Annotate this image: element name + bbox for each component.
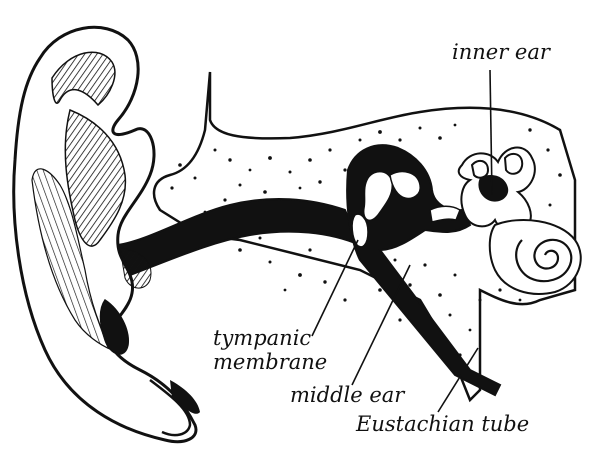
- label-middle-ear: middle ear: [290, 383, 405, 407]
- incus: [389, 170, 421, 200]
- cochlea-spiral: [515, 238, 573, 283]
- middle-ear-cavity: [346, 144, 502, 397]
- inner-ear: [457, 146, 582, 295]
- canal-inner-loop-b: [503, 152, 524, 175]
- malleus: [362, 170, 394, 222]
- tympanic-membrane-shape: [351, 213, 369, 248]
- outer-ear: [12, 25, 200, 444]
- label-tympanic-line2: membrane: [213, 350, 328, 374]
- leader-tympanic: [311, 239, 359, 337]
- lobe-shading: [170, 380, 200, 414]
- antihelix-shading: [31, 168, 114, 352]
- vestibule-dark: [478, 175, 509, 202]
- concha-shading: [64, 108, 127, 247]
- label-tympanic-line1: tympanic: [213, 326, 312, 350]
- leader-eustachian: [437, 347, 479, 413]
- tragus: [99, 298, 129, 355]
- ossicles: [362, 170, 461, 223]
- label-inner-ear: inner ear: [452, 40, 550, 64]
- label-eustachian-tube: Eustachian tube: [356, 412, 530, 436]
- helix-shading: [51, 51, 116, 107]
- canal-inner-loop-a: [470, 159, 490, 179]
- leader-middle-ear: [351, 264, 411, 386]
- stapes: [429, 205, 461, 223]
- leader-inner-ear: [489, 69, 493, 196]
- leader-lines: [311, 69, 493, 413]
- canal-edge-shading: [119, 247, 152, 289]
- lobe-curve: [149, 379, 192, 437]
